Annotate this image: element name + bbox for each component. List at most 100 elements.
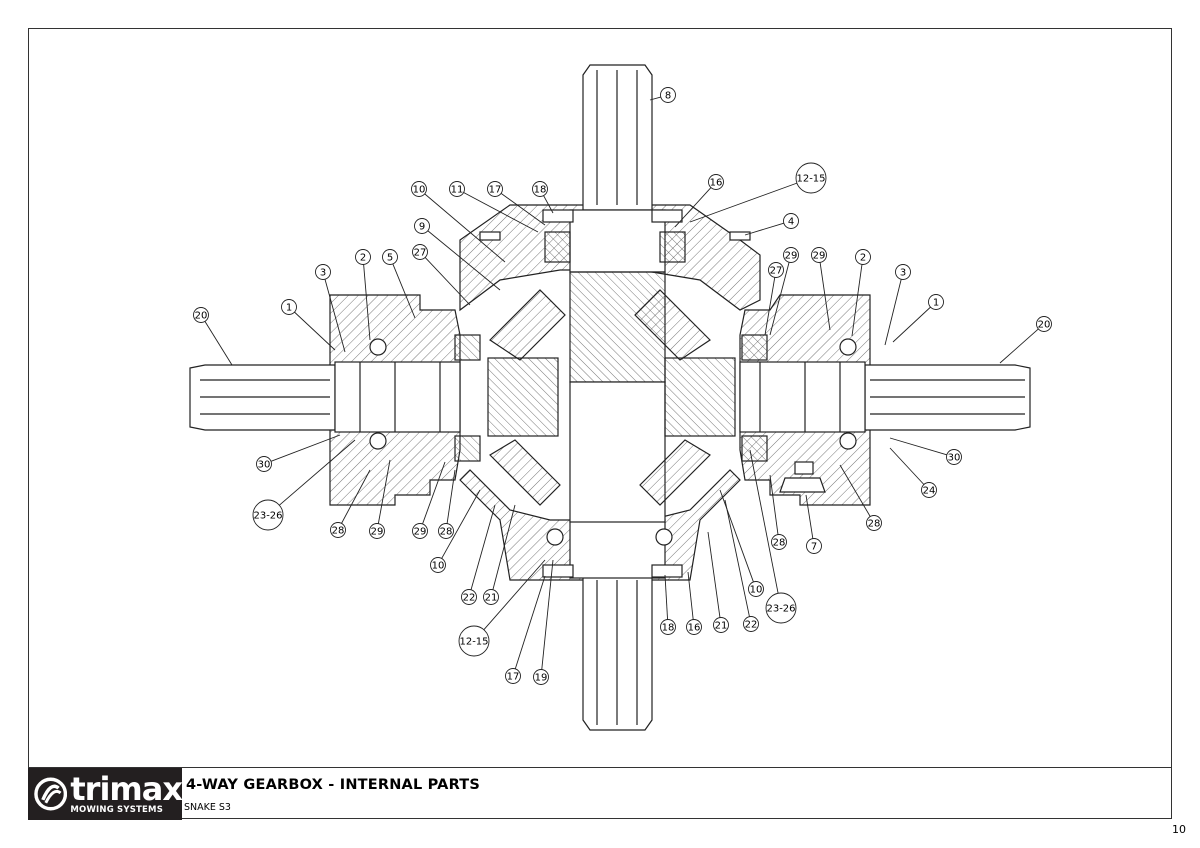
- callout-leader: [839, 464, 871, 517]
- callout-label: 23-26: [766, 604, 795, 615]
- callout-leader: [541, 559, 554, 670]
- callout-leader: [884, 279, 902, 346]
- callout-circle: [783, 213, 799, 229]
- callout-circle: [1036, 316, 1052, 332]
- callout-label: 28: [868, 519, 881, 530]
- callout-leader: [889, 447, 925, 485]
- callout-leader: [707, 531, 721, 618]
- title-block: trimax MOWING SYSTEMS 4-WAY GEARBOX - IN…: [28, 767, 1172, 820]
- callout-leader: [744, 222, 784, 236]
- callout-circle: [330, 522, 346, 538]
- callout-leader: [446, 469, 456, 524]
- callout-circle: [533, 669, 549, 685]
- callout-label: 27: [414, 248, 427, 259]
- callout-circle: [532, 181, 548, 197]
- callout-label: 18: [534, 185, 547, 196]
- document-subtitle: SNAKE S3: [184, 802, 231, 813]
- callout-circle: [921, 482, 937, 498]
- callout-circle: [708, 174, 724, 190]
- callout-leader: [664, 574, 669, 620]
- callout-leader: [363, 264, 371, 341]
- callout-circle: [369, 523, 385, 539]
- trimax-logo-icon: [34, 777, 68, 811]
- callout-circle: [660, 619, 676, 635]
- callout-circle: [458, 625, 490, 657]
- callout-label: 21: [485, 593, 498, 604]
- callout-leader: [764, 277, 776, 336]
- callout-circle: [193, 307, 209, 323]
- callout-leader: [819, 262, 831, 331]
- callout-leader: [424, 193, 506, 263]
- callout-circle: [686, 619, 702, 635]
- page-number: 10: [1172, 823, 1186, 836]
- callout-label: 10: [432, 561, 445, 572]
- callout-circle: [483, 589, 499, 605]
- callout-leader: [341, 469, 371, 524]
- callout-leader: [424, 257, 471, 306]
- callout-leader: [500, 193, 546, 226]
- callout-label: 29: [414, 527, 427, 538]
- trimax-logo: trimax MOWING SYSTEMS: [28, 768, 183, 820]
- central-gears: [487, 271, 736, 523]
- left-shaft: [189, 361, 461, 433]
- callout-leader: [324, 279, 346, 353]
- callout-circle: [771, 534, 787, 550]
- callout-leader: [377, 459, 391, 524]
- callout-leader: [724, 499, 750, 617]
- bearings: [369, 209, 857, 578]
- callout-label: 29: [371, 527, 384, 538]
- callout-label: 16: [688, 623, 701, 634]
- callout-label: 24: [923, 486, 936, 497]
- callout-circle: [748, 581, 764, 597]
- callout-circle: [895, 264, 911, 280]
- callout-circle: [281, 299, 297, 315]
- callout-label: 20: [195, 311, 208, 322]
- callout-label: 28: [440, 527, 453, 538]
- callout-leader: [463, 192, 539, 233]
- callout-leader: [999, 328, 1039, 364]
- callout-label: 16: [710, 178, 723, 189]
- logo-wordmark: trimax: [70, 770, 183, 809]
- callout-label: 2: [360, 253, 366, 264]
- callout-leader: [422, 461, 446, 525]
- callout-leader: [649, 96, 661, 101]
- callout-circle: [946, 449, 962, 465]
- callout-leader: [492, 504, 516, 590]
- callout-leader: [441, 489, 481, 559]
- drawing-sheet: [28, 28, 1172, 819]
- callout-leader: [769, 262, 790, 336]
- title-cells: 4-WAY GEARBOX - INTERNAL PARTS SNAKE S3: [182, 768, 1172, 820]
- callout-label: 4: [788, 217, 794, 228]
- callout-label: 30: [948, 453, 961, 464]
- callout-leader: [689, 182, 798, 223]
- callout-circle: [438, 523, 454, 539]
- callout-label: 3: [320, 268, 326, 279]
- callout-label: 17: [489, 185, 502, 196]
- callout-circle: [660, 87, 676, 103]
- callout-label: 1: [286, 303, 292, 314]
- callout-leader: [392, 263, 416, 319]
- callout-circle: [382, 249, 398, 265]
- callout-circle: [411, 181, 427, 197]
- callout-circle: [783, 247, 799, 263]
- callout-leader: [294, 311, 336, 351]
- callout-circle: [256, 456, 272, 472]
- callout-label: 12-15: [796, 174, 825, 185]
- callout-leader: [805, 494, 814, 539]
- callout-leader: [892, 306, 931, 343]
- callout-circle: [743, 616, 759, 632]
- callout-leader: [851, 264, 863, 337]
- callout-label: 12-15: [459, 637, 488, 648]
- callout-circle: [252, 499, 284, 531]
- callout-leader: [543, 195, 554, 214]
- callout-circle: [355, 249, 371, 265]
- callout-circle: [928, 294, 944, 310]
- callout-circle: [412, 244, 428, 260]
- callout-label: 18: [662, 623, 675, 634]
- callout-label: 27: [770, 266, 783, 277]
- callout-label: 22: [463, 593, 476, 604]
- callout-leader: [674, 187, 712, 228]
- callout-leader: [687, 571, 694, 620]
